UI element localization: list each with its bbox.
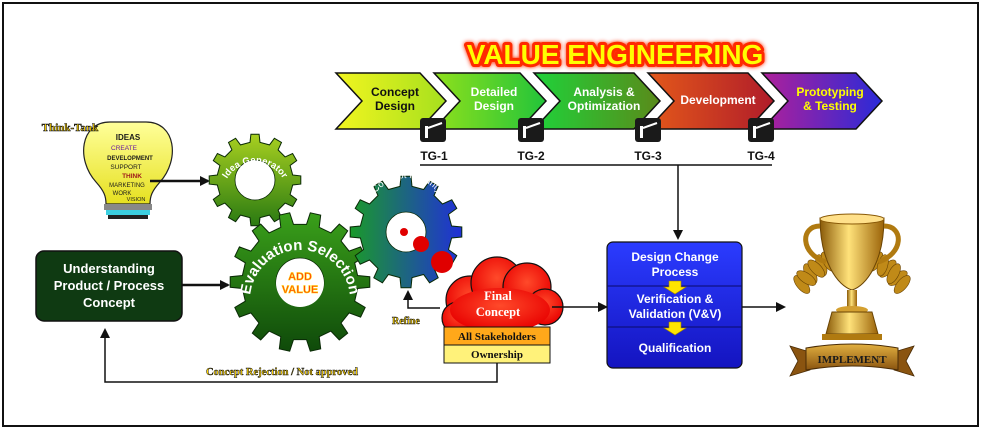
stage-label-3a: Analysis & xyxy=(573,85,635,99)
laurel-leaf xyxy=(893,275,911,294)
think-tank-word-6: MARKETING xyxy=(109,183,145,189)
title-glow: VALUE ENGINEERING xyxy=(467,39,764,70)
final-concept-line2: Concept xyxy=(476,305,521,319)
gate-label-4: TG-4 xyxy=(747,149,775,163)
stage-label-4: Development xyxy=(680,93,755,107)
stakeholders-label: All Stakeholders xyxy=(458,331,537,343)
understanding-line3: Concept xyxy=(83,295,136,310)
gate-icon-2 xyxy=(518,118,544,142)
laurel-leaf xyxy=(807,259,826,278)
arrow-rejection-loop xyxy=(100,328,498,383)
gearIdea-hole xyxy=(234,159,276,201)
maturity-dot-medium xyxy=(413,236,429,252)
think-tank-word-2: CREATE xyxy=(111,145,138,152)
rejection-label: Concept Rejection / Not approved xyxy=(206,367,358,378)
add-value-hub xyxy=(276,259,324,307)
process-step1-line1: Design Change xyxy=(631,250,719,264)
think-tank-label: Think-Tank xyxy=(42,122,99,134)
stage-label-1b: Design xyxy=(375,99,415,113)
gate-label-3: TG-3 xyxy=(634,149,662,163)
process-step2-line1: Verification & xyxy=(637,292,714,306)
final-concept-cloud xyxy=(441,256,564,335)
understanding-line2: Product / Process xyxy=(54,278,165,293)
refine-label: Refine xyxy=(392,316,420,327)
stage-label-2a: Detailed xyxy=(471,85,518,99)
process-box xyxy=(606,241,743,369)
gate-icon-4 xyxy=(748,118,774,142)
maturity-dot-small xyxy=(400,228,408,236)
stage-chevron-analysis xyxy=(532,72,662,130)
process-down-arrow-2 xyxy=(662,321,688,336)
stage-label-1a: Concept xyxy=(371,85,419,99)
process-step3: Qualification xyxy=(639,341,712,355)
process-step2-line2: Validation (V&V) xyxy=(629,307,722,321)
think-tank-word-4: SUPPORT xyxy=(110,164,141,171)
ownership-label: Ownership xyxy=(471,349,523,361)
implement-ribbon xyxy=(789,343,915,377)
think-tank-bulb: IDEAS CREATE DEVELOPMENT SUPPORT THINK M… xyxy=(83,121,173,219)
maturity-dot-large xyxy=(431,251,453,273)
think-tank-word-8: VISION xyxy=(127,197,146,203)
stage-label-5a: Prototyping xyxy=(796,85,863,99)
title: VALUE ENGINEERING xyxy=(467,39,764,70)
trophy-icon xyxy=(793,213,911,340)
gate-icon-3 xyxy=(635,118,661,142)
implement-label: IMPLEMENT xyxy=(817,354,887,366)
think-tank-word-3: DEVELOPMENT xyxy=(107,156,153,162)
process-down-arrow-1 xyxy=(662,280,688,295)
understanding-line1: Understanding xyxy=(63,261,155,276)
stage-chevron-prototyping xyxy=(760,72,884,130)
gate-label-1: TG-1 xyxy=(420,149,448,163)
gate-label-2: TG-2 xyxy=(517,149,545,163)
tollgates: TG-1 TG-2 TG-3 TG-4 xyxy=(420,118,775,166)
laurel-leaf xyxy=(796,270,817,286)
arrow-refine xyxy=(403,290,440,309)
stage-chevrons: Concept Design Detailed Design Analysis … xyxy=(334,72,884,130)
gate-icon-1 xyxy=(420,118,446,142)
stage-label-5b: & Testing xyxy=(803,99,857,113)
stage-label-2b: Design xyxy=(474,99,514,113)
stage-label-3b: Optimization xyxy=(568,99,641,113)
think-tank-word-5: THINK xyxy=(122,173,142,180)
add-value-line2: VALUE xyxy=(282,284,318,296)
gear-idea-generator xyxy=(208,133,302,227)
think-tank-word-1: IDEAS xyxy=(116,133,141,142)
process-step1-line2: Process xyxy=(652,265,699,279)
add-value-line1: ADD xyxy=(288,271,312,283)
think-tank-word-7: WORK xyxy=(113,191,132,197)
laurel-leaf xyxy=(886,263,901,284)
final-concept-line1: Final xyxy=(484,289,512,303)
